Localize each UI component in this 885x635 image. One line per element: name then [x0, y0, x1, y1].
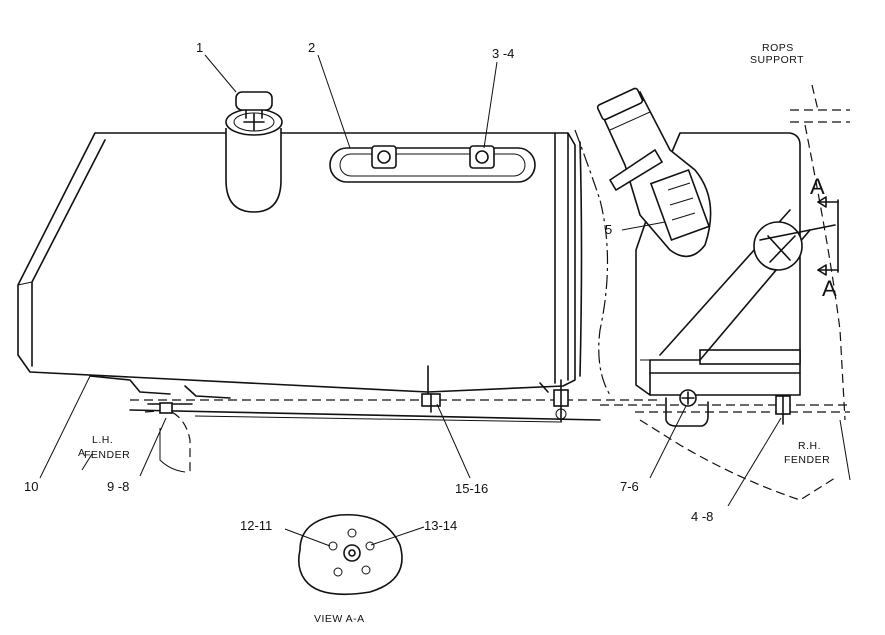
breather-strainer — [596, 87, 712, 258]
rops-label-line1: ROPS — [762, 42, 794, 54]
hardware-4-8 — [775, 395, 791, 425]
leader-lines — [39, 54, 782, 547]
callout-13-14: 13-14 — [424, 518, 457, 533]
view-aa — [298, 513, 403, 596]
section-letter-bottom: A — [822, 276, 837, 301]
break-line-1 — [574, 129, 611, 396]
callout-10: 10 — [24, 479, 38, 494]
rops-support — [790, 84, 850, 421]
sight-gauge — [329, 145, 536, 183]
left-tank — [17, 132, 660, 423]
callout-4-8: 4 -8 — [691, 509, 713, 524]
clamp-7-6 — [665, 389, 709, 427]
right-tank — [635, 132, 811, 396]
callout-1: 1 — [196, 40, 203, 55]
view-aa-title: VIEW A-A — [314, 613, 365, 625]
rh-fender-line2: FENDER — [784, 454, 830, 466]
filler-cap — [225, 91, 283, 213]
lh-fender-line2: FENDER — [84, 449, 130, 461]
hardware-right-end — [553, 379, 569, 423]
hardware-15-16 — [421, 393, 441, 413]
section-letter-top: A — [810, 174, 825, 199]
lh-fender-mark: A — [78, 447, 86, 459]
lh-fender-line1: L.H. — [92, 434, 113, 446]
callout-15-16: 15-16 — [455, 481, 488, 496]
callout-5: 5 — [605, 222, 612, 237]
rh-fender-line1: R.H. — [798, 440, 821, 452]
rops-label-line2: SUPPORT — [750, 54, 804, 66]
break-line-2 — [579, 141, 583, 377]
drain-detail — [753, 221, 836, 271]
callout-3-4: 3 -4 — [492, 46, 514, 61]
rh-fender — [600, 404, 851, 501]
callout-9-8: 9 -8 — [107, 479, 129, 494]
section-marker — [817, 196, 839, 276]
callout-12-11: 12-11 — [240, 518, 272, 533]
callout-2: 2 — [308, 40, 315, 55]
callout-7-6: 7-6 — [620, 479, 639, 494]
lh-fender — [144, 402, 193, 473]
